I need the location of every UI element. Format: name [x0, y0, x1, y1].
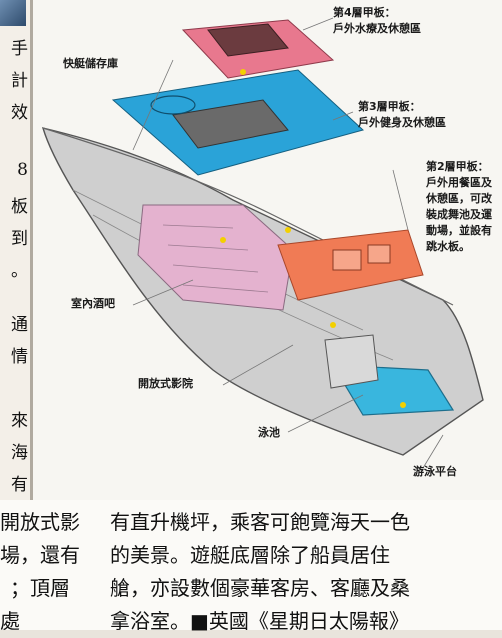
left-char: 效 — [11, 103, 28, 123]
deck2-desc-line: 裝成舞池及運 — [426, 208, 492, 221]
speedboat-storage-label: 快艇儲存庫 — [63, 57, 118, 70]
left-thumbnail-image — [0, 0, 26, 26]
article-col2-line: 拿浴室。■英國《星期日太陽報》 — [110, 609, 409, 633]
article-col1-line: 開放式影 — [0, 510, 80, 534]
article-body: 開放式影 場，還有 ；頂層 處 有直升機坪，乘客可飽覽海天一色 的美景。遊艇底層… — [0, 500, 502, 633]
deck2-desc-line: 動場，並設有 — [426, 224, 492, 237]
deck3-desc-label: 戶外健身及休憩區 — [358, 116, 446, 129]
left-char: 海 — [11, 443, 28, 463]
left-char: 8 — [17, 160, 28, 180]
deck2-desc-line: 休憩區，可改 — [426, 192, 492, 205]
open-cinema-label: 開放式影院 — [138, 377, 193, 390]
yacht-cutaway-illustration: 第4層甲板： 戶外水療及休憩區 快艇儲存庫 第3層甲板： 戶外健身及休憩區 第2… — [30, 0, 502, 500]
swim-platform-label: 游泳平台 — [413, 465, 457, 478]
yacht-drawing — [41, 17, 484, 469]
left-char: 。 — [11, 261, 28, 281]
left-char: 計 — [11, 71, 28, 91]
article-col2-line: 的美景。遊艇底層除了船員居住 — [110, 543, 390, 567]
article-col2-line: 有直升機坪，乘客可飽覽海天一色 — [110, 510, 410, 534]
deck4-desc-label: 戶外水療及休憩區 — [333, 22, 421, 35]
deck4-title-label: 第4層甲板： — [333, 6, 396, 19]
indoor-bar-label: 室內酒吧 — [71, 297, 115, 310]
deck2-desc-line: 戶外用餐區及 — [426, 176, 492, 189]
left-char: 有 — [11, 475, 28, 495]
yacht-deck-edge — [42, 127, 454, 306]
left-char: 手 — [11, 39, 28, 59]
cabin-area — [137, 204, 294, 311]
left-char: 來 — [11, 411, 28, 431]
left-char: 板 — [11, 197, 28, 217]
left-char: 到 — [11, 229, 28, 249]
left-char: 通 — [11, 315, 28, 335]
article-col2-line: 艙，亦設數個豪華客房、客廳及桑 — [110, 576, 410, 600]
deck2-title-label: 第2層甲板： — [426, 160, 489, 173]
pool-label: 泳池 — [258, 426, 280, 439]
left-char: 情 — [11, 347, 28, 367]
leader-lines — [132, 17, 444, 469]
article-col1-line: 場，還有 — [0, 543, 80, 567]
deck3-title-label: 第3層甲板： — [358, 100, 421, 113]
article-col1-line: 處 — [0, 609, 20, 633]
article-col1-line: ；頂層 — [10, 576, 70, 600]
deck2-desc-line: 跳水板。 — [426, 240, 470, 253]
left-column-text: 手 計 效 8 板 到 。 通 情 來 海 有 — [0, 0, 31, 500]
